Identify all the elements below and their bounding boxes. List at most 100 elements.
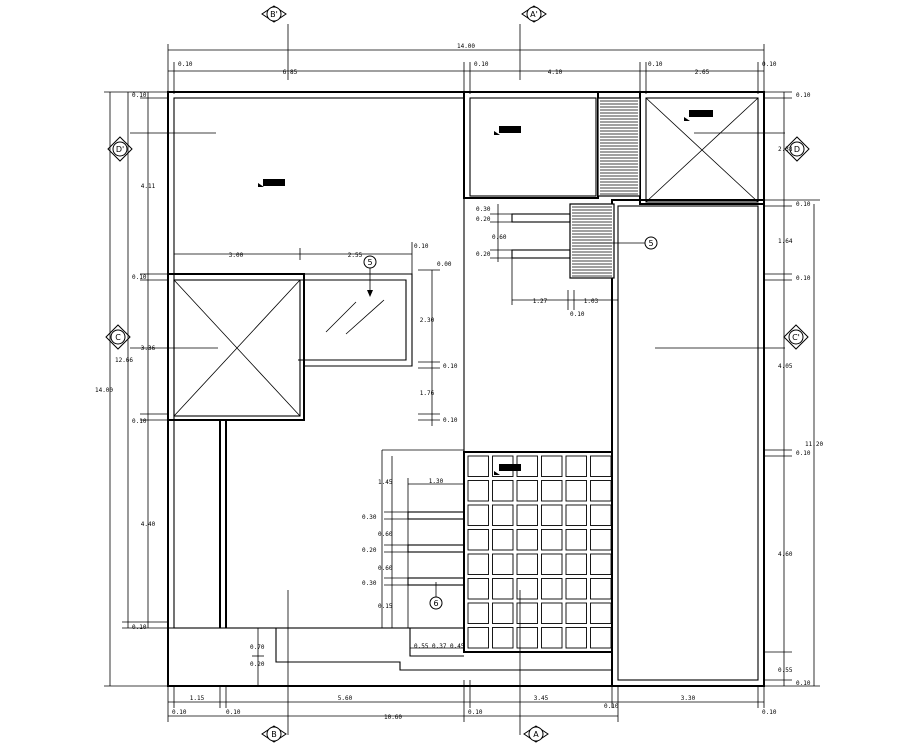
dim-int-b2: 0.10 (443, 363, 458, 370)
interior-walls (167, 91, 765, 687)
dim-int-e1: 1.45 (378, 479, 393, 486)
dim-int-c4: 0.20 (476, 251, 491, 258)
grid-bubble-a-prime-top: A' (521, 5, 547, 23)
floor-tile (492, 529, 514, 551)
floor-tile (590, 553, 612, 575)
dim-right-5: 0.10 (796, 275, 811, 282)
dim-int-f4: 0.37 (432, 643, 447, 650)
floor-tile (590, 480, 612, 502)
section-mark-6: 6 (429, 582, 443, 610)
floor-tile (492, 504, 514, 526)
floor-tile (541, 578, 563, 600)
floor-tile (492, 480, 514, 502)
floor-tile (565, 627, 587, 649)
svg-text:B: B (271, 730, 277, 739)
floor-tile (565, 553, 587, 575)
dim-right-7: 0.10 (796, 450, 811, 457)
dim-int-e2: 1.30 (429, 478, 444, 485)
grid-bubble-b-bottom: B (261, 725, 287, 743)
floor-tile (541, 529, 563, 551)
dim-int-b4: 0.10 (443, 417, 458, 424)
dim-int-c7: 1.03 (584, 298, 599, 305)
dim-int-f2: 0.20 (250, 661, 265, 668)
dim-right-8: 4.60 (778, 551, 793, 558)
dim-int-e8: 0.15 (378, 603, 393, 610)
dim-left-3: 0.10 (132, 274, 147, 281)
svg-text:A': A' (530, 10, 538, 19)
dim-int-b3: 1.76 (420, 390, 435, 397)
grid-bubble-c-left: C (105, 324, 131, 350)
section-mark-5-right: 5 (590, 236, 658, 250)
dim-left-7: 0.10 (132, 624, 147, 631)
dim-right-1: 0.10 (796, 92, 811, 99)
floor-tile (541, 455, 563, 477)
dim-int-f5: 0.45 (450, 643, 465, 650)
dim-int-f3: 0.55 (414, 643, 429, 650)
dim-top-overall: 14.00 (457, 43, 475, 50)
shaft-x-top-right (645, 97, 759, 203)
svg-text:6: 6 (433, 599, 438, 608)
dim-bottom-t4: 0.10 (604, 703, 619, 710)
dim-top-2: 6.85 (283, 69, 298, 76)
floor-tile (467, 553, 489, 575)
floor-tile (541, 627, 563, 649)
dim-int-a3: 0.10 (414, 243, 429, 250)
dim-int-f1: 0.70 (250, 644, 265, 651)
dim-top-7: 0.10 (762, 61, 777, 68)
floor-tile (541, 504, 563, 526)
floor-tile (565, 602, 587, 624)
floor-tile (492, 553, 514, 575)
interior-dimension-lines (174, 204, 618, 686)
svg-text:5: 5 (367, 258, 372, 267)
floor-tile (541, 480, 563, 502)
dim-bottom-t3: 0.10 (468, 709, 483, 716)
shelves-lower (407, 511, 465, 586)
exterior-walls (167, 91, 765, 687)
tiled-floor (463, 451, 613, 653)
dim-left-inner: 12.66 (115, 357, 133, 364)
floor-tile (467, 578, 489, 600)
glazing-strokes (325, 299, 385, 335)
shelves-upper (511, 213, 571, 259)
dim-top-4: 4.10 (548, 69, 563, 76)
dim-int-c6: 0.10 (570, 311, 585, 318)
floor-tile (467, 455, 489, 477)
svg-text:C': C' (792, 333, 800, 342)
dim-right-2: 2.38 (778, 146, 793, 153)
grid-bubble-a-bottom: A (523, 725, 549, 743)
dim-top-6: 2.65 (695, 69, 710, 76)
floor-tile (516, 602, 538, 624)
dim-int-e3: 0.30 (362, 514, 377, 521)
dim-bottom-1: 1.15 (190, 695, 205, 702)
floor-tile (541, 553, 563, 575)
left-dimension-lines (104, 91, 168, 687)
floor-tile (590, 627, 612, 649)
floor-tile (467, 504, 489, 526)
dim-left-overall: 14.00 (95, 387, 113, 394)
dim-bottom-overall: 10.60 (384, 714, 402, 721)
floor-tile (565, 578, 587, 600)
dim-right-overall: 11.20 (805, 441, 823, 448)
svg-text:A: A (533, 730, 539, 739)
dim-top-3: 0.10 (474, 61, 489, 68)
floor-tile (467, 627, 489, 649)
dim-left-1: 0.10 (132, 92, 147, 99)
svg-text:B': B' (270, 10, 278, 19)
dim-int-a1: 3.00 (229, 252, 244, 259)
floor-tile (467, 480, 489, 502)
dim-int-a4: 0.00 (437, 261, 452, 268)
dim-int-a2: 2.55 (348, 252, 363, 259)
dim-right-4: 1.64 (778, 238, 793, 245)
floor-tile (590, 602, 612, 624)
dim-top-5: 0.10 (648, 61, 663, 68)
floor-tile (590, 455, 612, 477)
floor-tile (516, 553, 538, 575)
level-marker-4 (494, 464, 521, 475)
floor-tile (467, 602, 489, 624)
svg-text:D': D' (116, 145, 124, 154)
dim-bottom-2: 5.60 (338, 695, 353, 702)
bottom-dimension-lines (167, 680, 765, 722)
dim-top-1: 0.10 (178, 61, 193, 68)
stair-mid (569, 203, 615, 279)
